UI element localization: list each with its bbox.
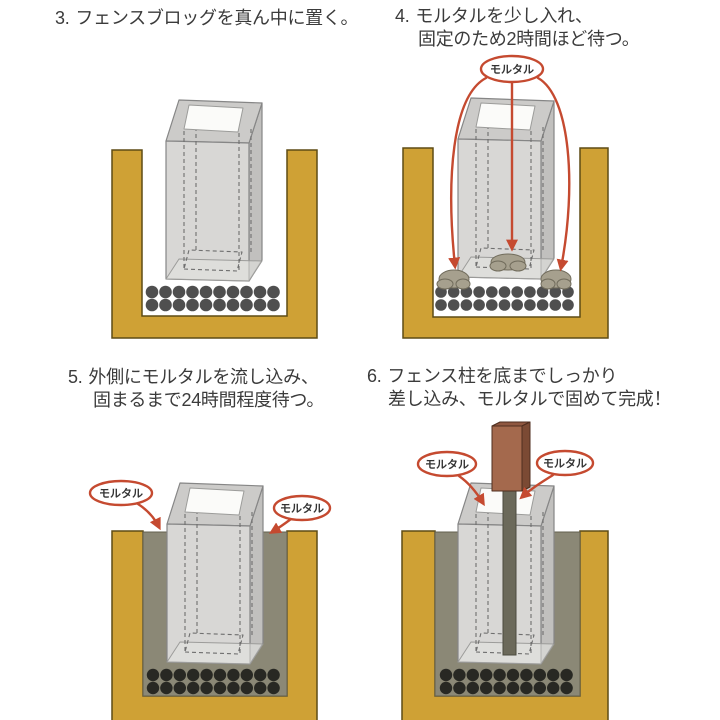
gravel: [435, 286, 574, 311]
step-6-illustration: モルタル モルタル: [401, 421, 609, 720]
step-6-line2: 差し込み、モルタルで固めて完成！: [388, 389, 672, 409]
gravel: [145, 285, 280, 312]
step-4-line2: 固定のため2時間ほど待つ。: [418, 29, 640, 49]
step-4-heading: 4.モルタルを少し入れ、 固定のため2時間ほど待つ。: [395, 5, 640, 51]
step-5-number: 5.: [68, 367, 83, 387]
mortar-label-bubble-right: [272, 494, 332, 522]
fence-post-below-ground: [502, 487, 517, 656]
step-4-panel: 4.モルタルを少し入れ、 固定のため2時間ほど待つ。 モルタル: [360, 0, 720, 360]
fence-block: [457, 97, 555, 280]
ground-cross-section: [111, 149, 318, 339]
mortar-label-left: モルタル: [99, 487, 143, 500]
step-3-number: 3.: [55, 8, 70, 28]
step-5-illustration: モルタル モルタル: [88, 479, 332, 720]
ground-cross-section: [402, 147, 609, 339]
step-3-panel: 3.フェンスブロッグを真ん中に置く。: [0, 0, 360, 360]
step-5-heading: 5.外側にモルタルを流し込み、 固まるまで24時間程度待つ。: [68, 366, 324, 412]
mortar-label-bubble-left: [88, 479, 154, 507]
mortar-label-right: モルタル: [280, 502, 324, 515]
step-6-panel: 6.フェンス柱を底までしっかり 差し込み、モルタルで固めて完成！ モルタル モル…: [360, 360, 720, 720]
gravel: [439, 668, 573, 695]
fence-block: [165, 99, 263, 282]
step-5-panel: 5.外側にモルタルを流し込み、 固まるまで24時間程度待つ。 モルタル モルタル: [0, 360, 360, 720]
mortar-blob-left: [436, 269, 471, 290]
fence-block: [166, 482, 264, 665]
mortar-label-bubble-right: [535, 449, 595, 477]
mortar-blob-center: [489, 253, 527, 272]
step-4-line1: 4.モルタルを少し入れ、: [395, 6, 593, 26]
mortar-arrow-left: [457, 474, 485, 507]
step-5-line1: 5.外側にモルタルを流し込み、: [68, 367, 319, 387]
mortar-arrow-right: [519, 473, 555, 500]
step-6-number: 6.: [367, 366, 382, 386]
mortar-label-right: モルタル: [543, 457, 587, 470]
step-4-number: 4.: [395, 6, 410, 26]
mortar-label-left: モルタル: [425, 458, 469, 471]
mortar-arrow-right: [268, 517, 293, 534]
step-6-heading: 6.フェンス柱を底までしっかり 差し込み、モルタルで固めて完成！: [367, 365, 672, 411]
step-6-line1: 6.フェンス柱を底までしっかり: [367, 366, 618, 386]
step-3-illustration: [111, 99, 318, 339]
fence-post: [491, 421, 531, 492]
step-5-line2: 固まるまで24時間程度待つ。: [93, 390, 325, 410]
step-4-illustration: モルタル: [402, 54, 609, 339]
mortar-label: モルタル: [490, 63, 534, 76]
mortar-arrow-left: [136, 502, 161, 531]
mortar-blob-right: [540, 269, 572, 290]
mortar-arrow-right: [536, 76, 571, 272]
mortar-label-bubble-left: [416, 450, 478, 478]
mortar-label-bubble: [479, 54, 545, 84]
step-3-line1: 3.フェンスブロッグを真ん中に置く。: [55, 8, 359, 28]
step-3-heading: 3.フェンスブロッグを真ん中に置く。: [55, 7, 359, 30]
gravel: [146, 668, 280, 695]
mortar-arrow-left: [448, 76, 488, 270]
